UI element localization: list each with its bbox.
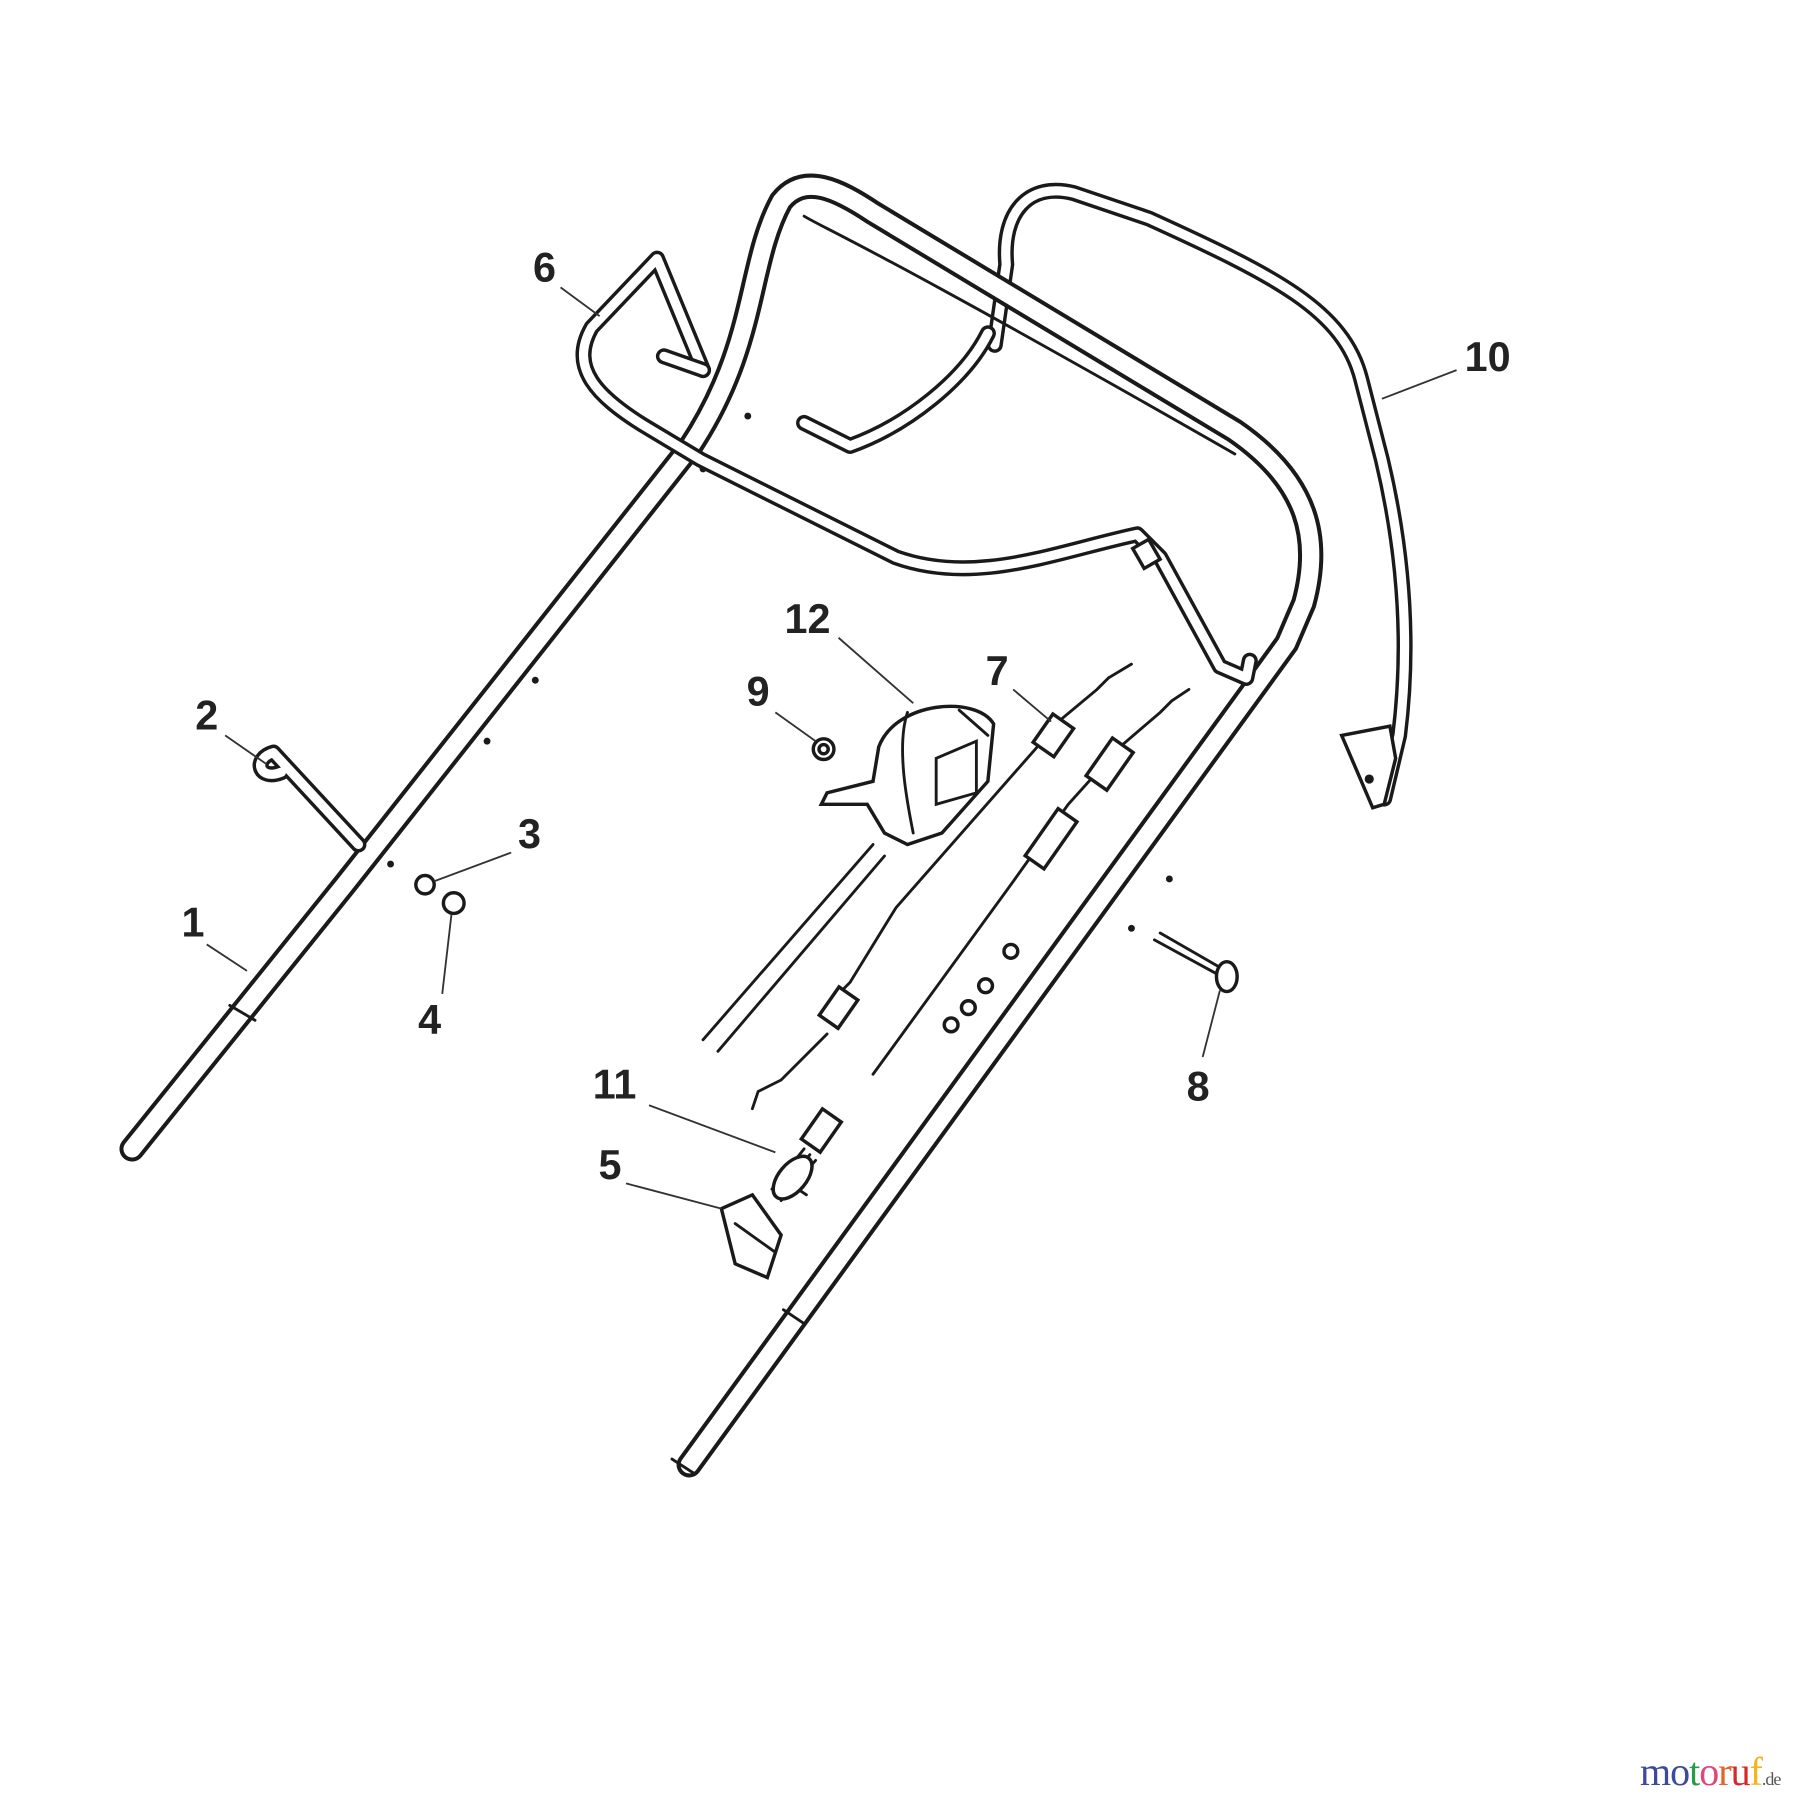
callout-11: 11 (593, 1061, 776, 1154)
callout-label: 3 (518, 811, 541, 857)
callout-12: 12 (785, 596, 914, 704)
callout-label: 2 (195, 693, 218, 739)
callout-label: 12 (785, 596, 831, 642)
logo-letter: f (1749, 1749, 1763, 1794)
callout-label: 6 (533, 245, 556, 291)
part-2-hook-bolt (252, 744, 367, 853)
callout-label: 4 (418, 997, 441, 1043)
callout-3: 3 (433, 811, 541, 883)
logo-letter: t (1689, 1749, 1700, 1794)
callout-label: 11 (593, 1061, 637, 1107)
logo-letter: m (1640, 1749, 1671, 1794)
part-7-cables (701, 662, 1191, 1155)
callout-label: 8 (1187, 1064, 1210, 1110)
motoruf-logo: motoruf.de (1640, 1748, 1781, 1795)
callout-label: 1 (181, 899, 204, 945)
callout-6: 6 (533, 245, 601, 317)
part-10-bail-bar (986, 182, 1413, 810)
callout-1: 1 (181, 899, 248, 972)
logo-suffix: .de (1761, 1769, 1781, 1789)
callout-5: 5 (598, 1142, 722, 1210)
part-8-screw (1152, 931, 1239, 994)
washers-nuts (414, 737, 1020, 1034)
part-6-lower-bail (575, 250, 1258, 686)
callout-label: 9 (747, 669, 770, 715)
part-11-spring (770, 1147, 818, 1203)
callout-4: 4 (418, 914, 453, 1043)
logo-letter: o (1670, 1749, 1690, 1794)
callout-7: 7 (986, 648, 1052, 723)
callout-label: 10 (1465, 334, 1511, 380)
callout-9: 9 (747, 669, 817, 742)
logo-letter: u (1730, 1749, 1751, 1794)
callout-label: 7 (986, 648, 1009, 694)
logo-letter: r (1718, 1749, 1731, 1794)
callout-8: 8 (1187, 990, 1221, 1110)
callout-2: 2 (195, 693, 268, 765)
part-5-clip (719, 1192, 784, 1280)
logo-letter: o (1699, 1749, 1719, 1794)
callout-label: 5 (598, 1142, 621, 1188)
callout-10: 10 (1381, 334, 1511, 400)
part-12-control-box (818, 704, 996, 847)
part-1-main-handle (119, 173, 1324, 1478)
